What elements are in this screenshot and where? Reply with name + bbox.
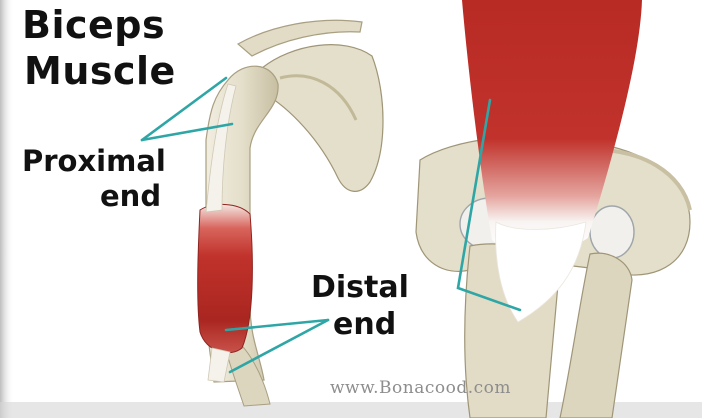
watermark-text: www.Bonacood.com <box>330 378 511 398</box>
title-line-1: Biceps <box>22 6 165 44</box>
proximal-label-line-1: Proximal <box>22 147 166 176</box>
title-line-2: Muscle <box>24 52 176 90</box>
elbow-closeup-figure <box>416 0 690 418</box>
distal-label-line-2: end <box>333 310 396 340</box>
distal-label-line-1: Distal <box>311 273 409 303</box>
scapula-bone <box>262 45 383 192</box>
proximal-label-line-2: end <box>100 182 161 211</box>
left-frame-edge <box>0 0 14 418</box>
ulna-bone <box>560 253 632 418</box>
joint-cap-right <box>590 206 634 258</box>
